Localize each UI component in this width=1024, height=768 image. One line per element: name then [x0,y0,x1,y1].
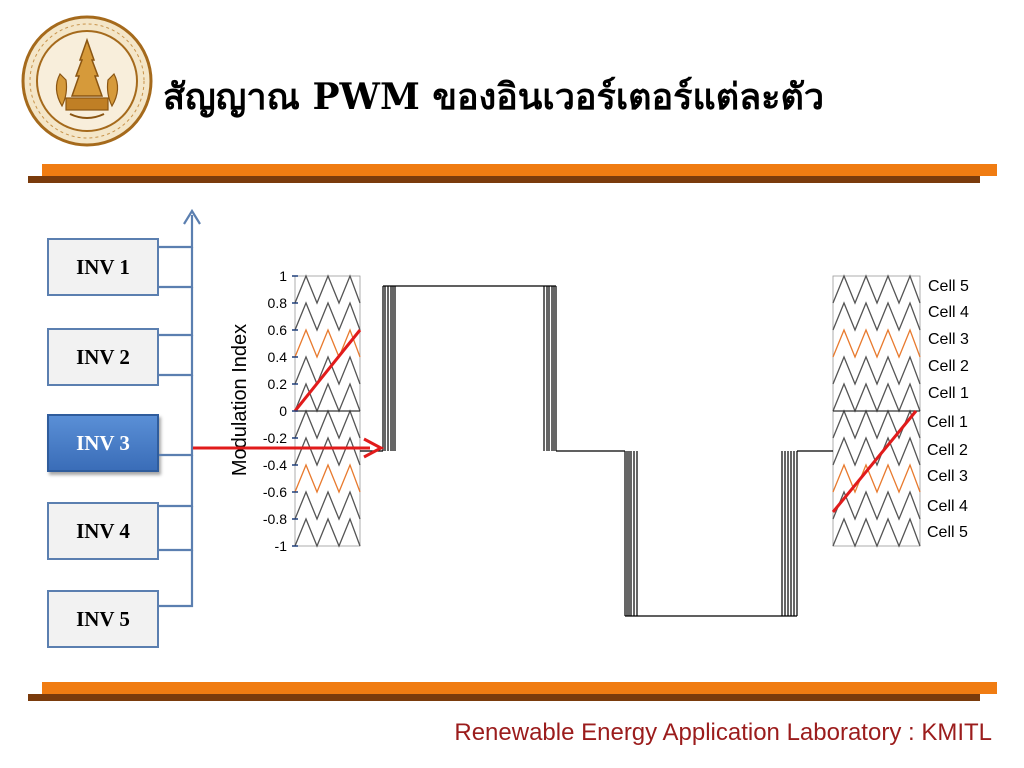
modulation-ramp-left [293,329,362,412]
inv-box[interactable]: INV 2 [47,328,159,386]
cell-label: Cell 1 [927,414,968,431]
modulation-ramp-right [831,410,918,513]
y-axis [292,275,298,547]
inv-box-active[interactable]: INV 3 [47,414,159,472]
header-accent-bar [42,164,997,176]
cell-label: Cell 5 [927,524,968,541]
y-tick-label: -0.4 [263,457,287,473]
cell-label: Cell 4 [928,304,969,321]
y-tick-label: 0 [279,403,287,419]
y-tick-label: -1 [275,538,288,554]
footer-accent-bar [42,682,997,694]
page-title: สัญญาณ PWM ของอินเวอร์เตอร์แต่ละตัว [163,76,825,118]
inv-label: INV 5 [76,606,130,631]
y-tick-label: -0.8 [263,511,287,527]
inv-label: INV 2 [76,344,130,369]
cell-label: Cell 4 [927,498,968,515]
carrier-wave [832,355,921,386]
carrier-wave [294,382,361,413]
inv-box[interactable]: INV 4 [47,502,159,560]
inv-label: INV 3 [76,430,130,455]
arrow-head-icon [363,437,385,459]
cell-label: Cell 1 [928,385,969,402]
inv-box[interactable]: INV 5 [47,590,159,648]
pwm-output-waveform [360,285,833,617]
cell-labels-top: Cell 5 Cell 4 Cell 3 Cell 2 Cell 1 [928,278,969,402]
carrier-wave [294,517,361,548]
carrier-wave [294,355,361,386]
carrier-wave [832,301,921,332]
carrier-wave [294,301,361,332]
cell-label: Cell 2 [927,442,968,459]
inv-box[interactable]: INV 1 [47,238,159,296]
carrier-panel-right [831,274,921,548]
carrier-panel-left [293,274,362,548]
carrier-wave [294,463,361,494]
cell-labels-bottom: Cell 1 Cell 2 Cell 3 Cell 4 Cell 5 [927,414,968,541]
carrier-wave [294,274,361,305]
header-accent-bar [28,176,980,183]
carrier-wave [294,328,361,359]
y-tick-label: 1 [279,268,287,284]
y-tick-label: -0.2 [263,430,287,446]
inv-label: INV 4 [76,518,130,543]
footer-lab-name: Renewable Energy Application Laboratory … [454,719,992,746]
carrier-wave [832,463,921,494]
y-tick-label: 0.4 [268,349,288,365]
inverter-connectors [159,215,194,608]
carrier-wave [294,490,361,521]
y-tick-label: 0.8 [268,295,288,311]
carrier-wave [832,409,921,440]
cell-label: Cell 3 [927,468,968,485]
carrier-wave [832,274,921,305]
inv-label: INV 1 [76,254,130,279]
carrier-wave [832,328,921,359]
cell-label: Cell 5 [928,278,969,295]
y-tick-label: 0.2 [268,376,288,392]
y-tick-label: -0.6 [263,484,287,500]
carrier-wave [832,382,921,413]
y-axis-label: Modulation Index [229,324,251,476]
carrier-wave [832,490,921,521]
cell-label: Cell 3 [928,331,969,348]
carrier-wave [832,436,921,467]
y-tick-label: 0.6 [268,322,288,338]
cell-label: Cell 2 [928,358,969,375]
carrier-wave [294,409,361,440]
university-seal-icon [21,15,153,147]
carrier-wave [294,436,361,467]
footer-accent-bar [28,694,980,701]
y-tick-labels: 1 0.8 0.6 0.4 0.2 0 -0.2 -0.4 -0.6 -0.8 -1 [263,268,287,554]
carrier-wave [832,517,921,548]
up-arrow-icon [183,208,201,225]
